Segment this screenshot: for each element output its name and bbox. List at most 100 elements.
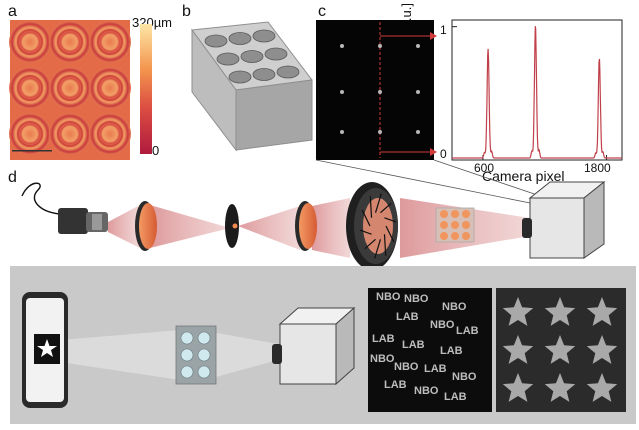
topography-ring	[89, 113, 131, 155]
star-target-icon	[37, 339, 57, 357]
surface-bump	[204, 34, 228, 48]
panel-label-d: d	[8, 169, 17, 186]
meta-cell	[462, 232, 470, 240]
surface-bump	[228, 70, 252, 84]
intensity-chart	[451, 19, 623, 161]
word-lab: LAB	[384, 379, 407, 391]
star-image-icon	[586, 297, 618, 326]
word-nbo: NBO	[376, 291, 401, 303]
panel-d-optical-setup	[21, 180, 606, 270]
star-image-icon	[544, 373, 576, 402]
word-nbo: NBO	[414, 385, 439, 397]
iris-blade	[361, 209, 371, 227]
word-nbo: NBO	[370, 353, 395, 365]
chart-xlabel: Camera pixel	[482, 168, 565, 184]
star-image-icon	[544, 335, 576, 364]
focal-spot	[340, 90, 344, 94]
topography-ring	[89, 21, 131, 63]
iris-blade	[359, 229, 372, 235]
meta-cell	[451, 221, 459, 229]
word-lab: LAB	[372, 333, 395, 345]
word-lab: LAB	[440, 345, 463, 357]
word-nbo: NBO	[452, 371, 477, 383]
xtick-1800: 1800	[584, 161, 611, 175]
star-image-icon	[502, 335, 534, 364]
meta-cell	[462, 210, 470, 218]
ytick-1: 1	[440, 23, 447, 37]
colorbar-min-label: 0	[152, 143, 160, 158]
panel-label-a: a	[8, 3, 17, 20]
word-lab: LAB	[444, 391, 467, 403]
meta-cell	[440, 232, 448, 240]
star-image-icon	[502, 373, 534, 402]
intensity-series-line	[452, 26, 622, 159]
camera-d	[529, 197, 585, 259]
focal-spot	[378, 44, 382, 48]
zoom-line-left	[315, 159, 541, 206]
panel-e-setup	[10, 266, 362, 424]
word-nbo: NBO	[404, 293, 429, 305]
ytick-0: 0	[440, 147, 447, 161]
word-lab: LAB	[396, 311, 419, 323]
pinhole	[225, 204, 239, 248]
word-lab: LAB	[424, 363, 447, 375]
topography-ring	[9, 21, 51, 63]
iris-blade	[380, 202, 392, 214]
meta-cell-e	[180, 348, 194, 362]
meta-cell	[462, 221, 470, 229]
topography-ring	[9, 67, 51, 109]
surface-bump	[228, 32, 252, 45]
nbo-lab-image	[368, 288, 492, 412]
meta-cell	[451, 210, 459, 218]
meta-cell-e	[197, 365, 211, 379]
panel-b-3d-block	[191, 21, 313, 152]
topography-ring	[89, 67, 131, 109]
zoom-line-right	[433, 159, 553, 201]
colorbar	[140, 24, 152, 154]
focal-spot	[416, 44, 420, 48]
surface-bump	[276, 65, 300, 79]
star-image-icon	[502, 297, 534, 326]
iris-blade	[374, 239, 382, 259]
panel-c-camera-image	[316, 20, 437, 160]
word-nbo: NBO	[430, 319, 455, 331]
meta-cell-e	[180, 365, 194, 379]
surface-bump	[240, 50, 264, 63]
word-lab: LAB	[402, 339, 425, 351]
focal-spot	[340, 44, 344, 48]
fiber-cable	[21, 182, 61, 215]
topography-ring	[49, 21, 91, 63]
panel-label-c: c	[318, 3, 326, 20]
laser-source	[58, 208, 88, 234]
focal-spot	[378, 90, 382, 94]
topography-ring	[49, 67, 91, 109]
camera-e	[279, 323, 337, 385]
panel-label-b: b	[182, 3, 191, 20]
meta-cell-e	[197, 331, 211, 345]
meta-cell	[440, 221, 448, 229]
meta-cell-e	[197, 348, 211, 362]
meta-cell	[440, 210, 448, 218]
iris-blade	[374, 193, 382, 213]
topography-ring	[49, 113, 91, 155]
star-image-icon	[544, 297, 576, 326]
focal-spot	[378, 130, 382, 134]
meta-cell	[451, 232, 459, 240]
iris-blade	[385, 225, 395, 243]
surface-bump	[264, 47, 288, 61]
panel-a-topography	[9, 20, 152, 160]
word-lab: LAB	[456, 325, 479, 337]
xtick-600: 600	[474, 161, 495, 175]
focal-spot	[340, 130, 344, 134]
surface-bump	[252, 29, 276, 43]
iris-blade	[384, 217, 397, 223]
surface-bump	[216, 52, 240, 66]
focal-spot	[416, 90, 420, 94]
star-image-icon	[586, 335, 618, 364]
surface-bump	[252, 68, 276, 81]
iris-blade	[383, 234, 387, 256]
focal-spot	[416, 130, 420, 134]
word-nbo: NBO	[394, 361, 419, 373]
